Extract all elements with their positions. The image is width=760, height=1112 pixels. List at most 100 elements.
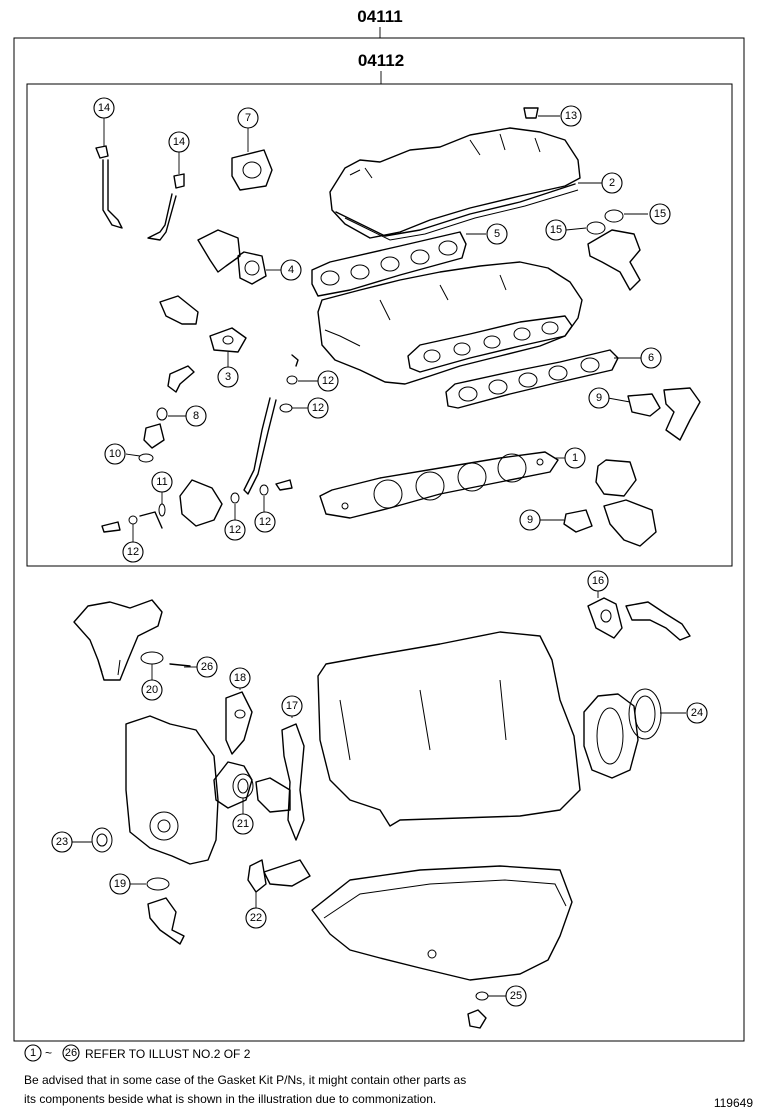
callout-18: 18 — [229, 667, 251, 689]
inner-kit-frame — [26, 83, 733, 567]
intake-manifold-gasket — [311, 231, 467, 297]
svg-text:16: 16 — [592, 575, 604, 587]
callout-20: 20 — [141, 679, 163, 701]
distributor-housing — [101, 479, 269, 533]
footer-range-start: 1 — [24, 1044, 42, 1062]
svg-text:7: 7 — [245, 112, 251, 124]
svg-text:26: 26 — [201, 661, 213, 673]
callout-2: 2 — [601, 172, 623, 194]
callout-14b: 14 — [168, 131, 190, 153]
svg-text:14: 14 — [98, 102, 110, 114]
svg-text:25: 25 — [510, 990, 522, 1002]
svg-text:5: 5 — [494, 228, 500, 240]
valve-with-seal-left — [95, 145, 123, 229]
svg-text:9: 9 — [527, 514, 533, 526]
callout-24: 24 — [686, 702, 708, 724]
callout-21: 21 — [232, 813, 254, 835]
callout-12e: 12 — [122, 541, 144, 563]
svg-text:15: 15 — [654, 208, 666, 220]
callout-19: 19 — [109, 873, 131, 895]
crankshaft-front-seal — [91, 827, 113, 853]
callout-9a: 9 — [588, 387, 610, 409]
oring-fitting — [586, 209, 641, 291]
callout-17: 17 — [281, 695, 303, 717]
svg-text:24: 24 — [691, 707, 703, 719]
svg-text:4: 4 — [288, 264, 294, 276]
injector-oring — [156, 365, 195, 421]
oil-pump-gasket — [247, 859, 311, 893]
callout-23: 23 — [51, 831, 73, 853]
svg-text:21: 21 — [237, 818, 249, 830]
callout-8: 8 — [185, 405, 207, 427]
svg-text:17: 17 — [286, 700, 298, 712]
svg-text:23: 23 — [56, 836, 68, 848]
rear-oil-seal-retainer — [583, 688, 662, 779]
callout-3: 3 — [217, 366, 239, 388]
callout-12b: 12 — [307, 397, 329, 419]
svg-text:6: 6 — [648, 352, 654, 364]
callout-9b: 9 — [519, 509, 541, 531]
svg-text:12: 12 — [127, 546, 139, 558]
footer-range-end: 26 — [62, 1044, 80, 1062]
water-outlet-housing — [197, 229, 267, 285]
callout-14a: 14 — [93, 97, 115, 119]
cylinder-head-gasket — [319, 451, 559, 519]
svg-text:19: 19 — [114, 878, 126, 890]
oil-cooler-gasket — [587, 597, 691, 641]
water-bypass-pipe — [243, 354, 299, 495]
svg-text:13: 13 — [565, 110, 577, 122]
svg-text:20: 20 — [146, 684, 158, 696]
callout-26: 26 — [196, 656, 218, 678]
svg-text:3: 3 — [225, 371, 231, 383]
callout-5: 5 — [486, 223, 508, 245]
drain-plug-gasket — [467, 991, 489, 1029]
callout-1: 1 — [564, 447, 586, 469]
callout-16: 16 — [587, 570, 609, 592]
callout-15a: 15 — [545, 219, 567, 241]
water-pump-housing — [73, 599, 191, 681]
egr-gasket-upper — [627, 387, 701, 441]
timing-cover-gasket-upper — [225, 691, 253, 755]
callout-12a: 12 — [317, 370, 339, 392]
footer-advice-line-2: its components beside what is shown in t… — [24, 1092, 436, 1106]
footer-range-separator: ~ — [45, 1046, 52, 1060]
svg-text:1: 1 — [572, 452, 578, 464]
oil-strainer-gasket — [146, 877, 185, 945]
callout-11: 11 — [151, 471, 173, 493]
outer-kit-number: 04111 — [357, 7, 402, 26]
svg-text:14: 14 — [173, 136, 185, 148]
valve-with-seal-right — [147, 173, 185, 241]
svg-text:12: 12 — [312, 402, 324, 414]
svg-text:22: 22 — [250, 912, 262, 924]
outer-kit-frame — [13, 37, 745, 1042]
exhaust-manifold-gasket — [445, 349, 619, 409]
callout-25: 25 — [505, 985, 527, 1007]
inner-kit-number: 04112 — [358, 51, 404, 70]
callout-12c: 12 — [224, 519, 246, 541]
svg-text:15: 15 — [550, 224, 562, 236]
svg-text:8: 8 — [193, 410, 199, 422]
svg-text:26: 26 — [65, 1047, 77, 1059]
callout-15b: 15 — [649, 203, 671, 225]
illustration-number: 119649 — [714, 1096, 753, 1110]
svg-text:18: 18 — [234, 672, 246, 684]
callout-12d: 12 — [254, 511, 276, 533]
footer-advice-line-1: Be advised that in some case of the Gask… — [24, 1073, 466, 1087]
sensor-gasket — [159, 295, 247, 353]
cylinder-head-cover — [329, 127, 581, 241]
cylinder-block — [317, 631, 581, 827]
oil-pan — [311, 865, 573, 981]
svg-text:2: 2 — [609, 177, 615, 189]
callout-7: 7 — [237, 107, 259, 129]
egr-valve — [563, 459, 657, 547]
callout-10: 10 — [104, 443, 126, 465]
callout-6: 6 — [640, 347, 662, 369]
callout-13: 13 — [560, 105, 582, 127]
svg-text:9: 9 — [596, 392, 602, 404]
timing-cover-gasket — [281, 723, 305, 841]
svg-text:1: 1 — [30, 1047, 36, 1059]
timing-chain-cover — [125, 715, 291, 865]
svg-text:12: 12 — [322, 375, 334, 387]
footer-refer-text: REFER TO ILLUST NO.2 OF 2 — [85, 1047, 251, 1061]
svg-text:12: 12 — [259, 516, 271, 528]
